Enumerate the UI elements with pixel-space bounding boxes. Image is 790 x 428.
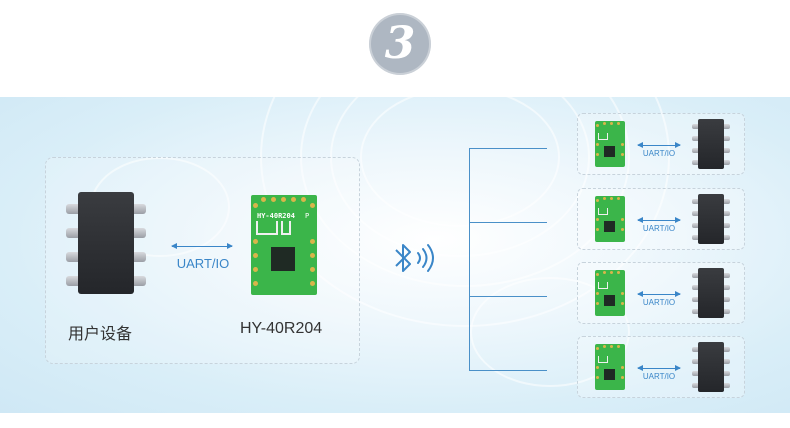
uart-io-label: UART/IO [642,224,676,233]
small-device-chip-icon [692,194,730,244]
small-device-chip-icon [692,342,730,392]
bluetooth-signal-icon [395,244,434,272]
uart-io-arrow [637,291,681,297]
uart-io-arrow [637,217,681,223]
uart-io-label: UART/IO [642,372,676,381]
user-device-chip-icon [66,192,146,296]
module-label: HY-40R204 [240,320,323,337]
uart-io-arrow [637,142,681,148]
hy-40r204-module-icon: HY-40R204 P [251,195,317,295]
uart-io-arrow [171,243,233,249]
module-silkscreen-text: HY-40R204 [257,212,295,220]
ripple-decoration [470,277,630,387]
connector-branch [469,148,547,149]
uart-io-label: UART/IO [642,298,676,307]
connector-branch [469,222,547,223]
module-mark-text: P [305,212,310,220]
connector-branch [469,296,547,297]
small-module-icon [595,270,625,316]
small-module-icon [595,196,625,242]
step-number-badge: 3 [369,13,431,75]
connector-branch [469,370,547,371]
small-device-chip-icon [692,268,730,318]
uart-io-label: UART/IO [176,256,230,271]
small-device-chip-icon [692,119,730,169]
small-module-icon [595,121,625,167]
uart-io-arrow [637,365,681,371]
user-device-label: 用户设备 [68,326,133,343]
uart-io-label: UART/IO [642,149,676,158]
connector-trunk [469,148,470,370]
small-module-icon [595,344,625,390]
